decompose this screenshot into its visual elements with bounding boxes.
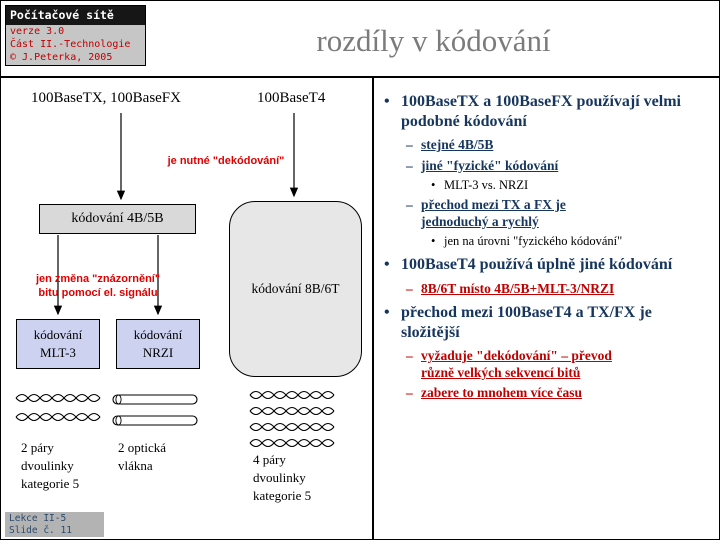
twisted-pair-icon	[15, 412, 101, 422]
box-coding-mlt3-label: kódování MLT-3	[33, 327, 83, 360]
optical-fiber-icon	[112, 415, 198, 426]
bullet-item: • 100BaseT4 používá úplně jiné kódování	[384, 256, 673, 274]
box-coding-mlt3: kódování MLT-3	[16, 319, 100, 369]
twisted-pair-icon	[15, 393, 101, 403]
slide-number-label: Slide č. 11	[9, 524, 72, 536]
box-coding-nrzi-label: kódování NRZI	[133, 327, 183, 360]
bullet-list: • 100BaseTX a 100BaseFX používají velmi …	[384, 86, 717, 406]
column-divider	[372, 76, 374, 539]
twisted-pair-icon	[249, 422, 335, 432]
version-label: verze 3.0	[10, 26, 65, 37]
bullet-marker: •	[431, 234, 436, 249]
header-divider	[1, 76, 719, 78]
bullet-marker: –	[406, 385, 413, 401]
bullet-marker: –	[406, 348, 413, 364]
box-coding-8b6t-label: kódování 8B/6T	[251, 281, 340, 296]
optical-fiber-icon	[112, 394, 198, 405]
caption-2-fibers: 2 optická vlákna	[118, 440, 167, 474]
bullet-item: • MLT-3 vs. NRZI	[431, 177, 529, 192]
note-signal-change: jen změna "znázornění" bitu pomocí el. s…	[35, 273, 161, 300]
bullet-marker: –	[406, 137, 413, 153]
part-label: Část II.-Technologie	[10, 39, 131, 51]
twisted-pair-icon	[249, 390, 335, 400]
box-coding-nrzi: kódování NRZI	[116, 319, 200, 369]
bullet-item: – jiné "fyzické" kódování	[406, 157, 559, 173]
bullet-item: – 8B/6T místo 4B/5B+MLT-3/NRZI	[406, 280, 615, 296]
box-coding-8b6t: kódování 8B/6T	[229, 201, 362, 377]
bullet-marker: •	[384, 93, 390, 110]
page-title: rozdíly v kódování	[316, 23, 551, 58]
bullet-marker: –	[406, 157, 413, 173]
bullet-marker: –	[406, 197, 413, 213]
bullet-item: • jen na úrovni "fyzického kódování"	[431, 234, 623, 249]
header-box: Počítačové sítě verze 3.0 Část II.-Techn…	[5, 5, 146, 66]
lecture-label: Lekce II-5	[9, 513, 67, 524]
bullet-marker: –	[406, 280, 413, 296]
caption-4-pairs: 4 páry dvoulinky kategorie 5	[253, 452, 312, 504]
bullet-item: – stejné 4B/5B	[406, 137, 494, 153]
footer-box: Lekce II-5 Slide č. 11	[5, 512, 104, 537]
box-coding-4b5b-label: kódování 4B/5B	[71, 211, 164, 226]
label-100baset4: 100BaseT4	[257, 90, 326, 106]
bullet-item: – přechod mezi TX a FX je jednoduchý a r…	[406, 197, 566, 229]
twisted-pair-icon	[249, 438, 335, 448]
copyright-label: © J.Peterka, 2005	[10, 52, 113, 64]
bullet-item: • 100BaseTX a 100BaseFX používají velmi …	[384, 93, 681, 130]
label-100basetx-fx: 100BaseTX, 100BaseFX	[31, 90, 181, 106]
twisted-pair-icon	[249, 406, 335, 416]
bullet-marker: •	[384, 256, 390, 274]
bullet-item: – zabere to mnohem více času	[406, 385, 582, 401]
app-title: Počítačové sítě	[6, 6, 145, 25]
bullet-marker: •	[384, 304, 390, 322]
bullet-item: – vyžaduje "dekódování" – převod různě v…	[406, 348, 612, 380]
bullet-item: • přechod mezi 100BaseT4 a TX/FX je slož…	[384, 304, 652, 341]
bullet-marker: •	[431, 177, 436, 192]
note-decoding-needed: je nutné "dekódování"	[167, 155, 285, 167]
caption-2-pairs: 2 páry dvoulinky kategorie 5	[21, 440, 80, 492]
diagram-arrows	[53, 113, 299, 316]
box-coding-4b5b: kódování 4B/5B	[39, 204, 196, 234]
